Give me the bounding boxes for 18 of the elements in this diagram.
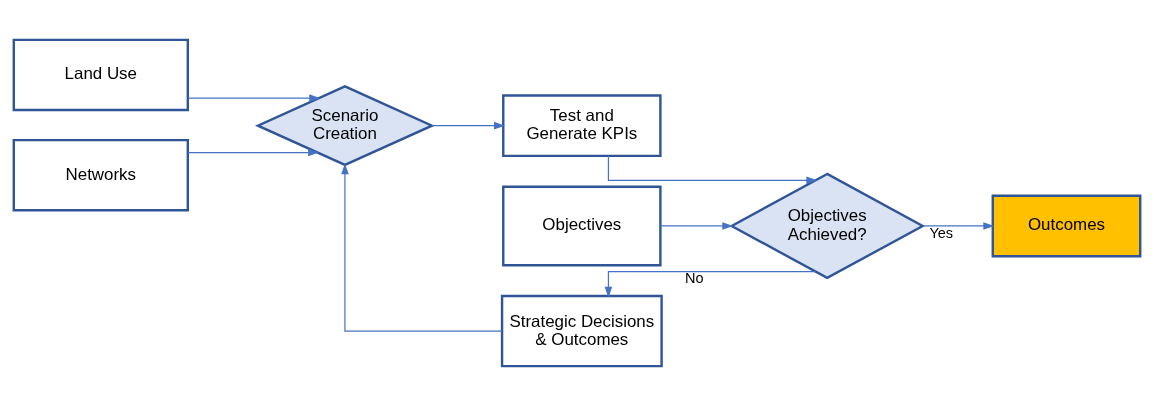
node-box: Test and Generate KPIs (502, 94, 662, 158)
arrow (659, 222, 734, 230)
arrow (187, 148, 320, 157)
node-diamond: Objectives Achieved? (729, 172, 926, 280)
arrow (187, 94, 321, 102)
node-diamond: Scenario Creation (254, 85, 435, 167)
node-box: Objectives (502, 185, 662, 267)
edge-label: No (685, 270, 704, 287)
arrow (604, 271, 817, 298)
node-box: Outcomes (991, 194, 1142, 258)
arrow (922, 222, 995, 230)
arrow (341, 163, 503, 332)
node-box: Strategic Decisions & Outcomes (500, 294, 663, 368)
arrow (431, 121, 505, 130)
arrow (607, 155, 818, 185)
edge-label: Yes (929, 224, 954, 241)
node-box: Networks (12, 138, 190, 212)
node-box: Land Use (12, 38, 190, 112)
